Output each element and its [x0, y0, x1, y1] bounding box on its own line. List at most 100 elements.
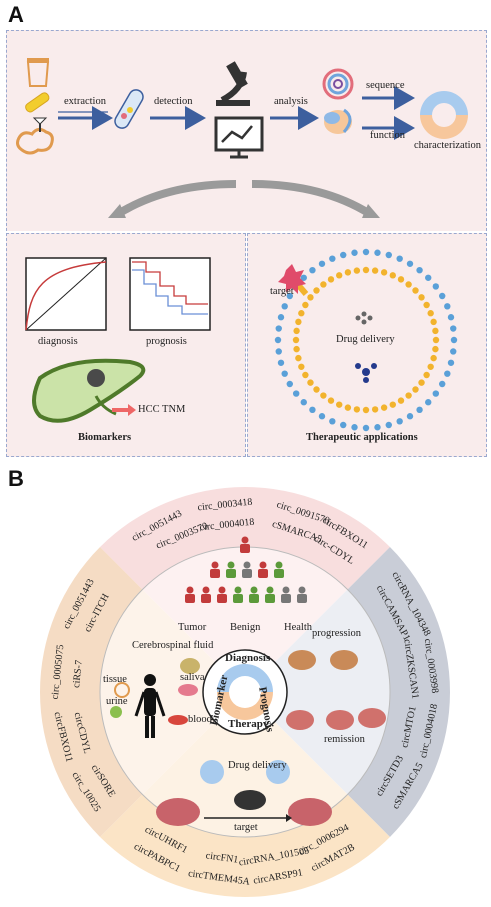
- sample-cup-icon: [26, 58, 50, 87]
- lipid-head: [281, 303, 288, 310]
- person-icon: [201, 586, 211, 603]
- person-icon: [185, 586, 195, 603]
- sample-tube-icon: [25, 92, 50, 113]
- tumor-cells-icon: [156, 798, 332, 826]
- lipid-head: [432, 336, 440, 344]
- lipid-head: [295, 318, 302, 326]
- lipid-head: [427, 310, 434, 317]
- tissue-small-icon: [114, 682, 130, 698]
- lipid-head: [397, 276, 405, 283]
- lipid-head: [450, 336, 458, 344]
- lipid-head: [444, 303, 451, 310]
- lipid-head: [309, 266, 316, 274]
- label-function: function: [370, 130, 405, 141]
- lipid-head: [351, 249, 358, 256]
- lipid-head: [336, 272, 343, 279]
- circrna-donut-icon: [420, 91, 468, 139]
- panel-b-letter: B: [8, 466, 24, 491]
- lipid-head: [396, 418, 403, 425]
- lipid-head: [320, 392, 327, 399]
- lipid-head: [318, 413, 326, 420]
- label-tissue: tissue: [103, 674, 127, 685]
- label-detection: detection: [154, 96, 193, 107]
- lipid-head: [427, 363, 434, 370]
- tissue-icon: [16, 117, 54, 155]
- person-icon: [226, 561, 236, 578]
- drug-molecule-icon: [355, 311, 377, 383]
- label-urine: urine: [106, 696, 128, 707]
- person-icon: [274, 561, 284, 578]
- lipid-head: [432, 345, 439, 353]
- lipid-head: [292, 390, 300, 397]
- nanoparticle-icon-2: [266, 760, 290, 784]
- lipid-head: [300, 274, 307, 281]
- lipid-head: [374, 424, 381, 431]
- label-hcc-tnm: HCC TNM: [138, 404, 186, 415]
- label-remission: remission: [324, 734, 365, 745]
- survival-curve-chart: [129, 257, 211, 331]
- lipid-head: [430, 354, 437, 362]
- brain-icon: [180, 658, 200, 674]
- lipid-head: [320, 281, 327, 288]
- person-icon: [210, 561, 220, 578]
- lipid-head: [406, 413, 414, 420]
- test-tube-icon: [114, 89, 144, 129]
- lipid-head: [340, 421, 347, 429]
- label-blood: blood: [188, 714, 212, 725]
- lipid-head: [444, 370, 451, 377]
- lips-icon: [178, 684, 198, 696]
- lipid-head: [277, 314, 285, 321]
- lipid-head: [425, 274, 432, 281]
- monitor-icon: [214, 116, 264, 159]
- lipid-head: [277, 359, 285, 366]
- label-characterization: characterization: [414, 140, 482, 151]
- lipid-head: [281, 370, 288, 377]
- lipid-head: [302, 301, 309, 309]
- lipid-head: [329, 255, 336, 262]
- mouse-icon: [234, 790, 266, 810]
- lipid-head: [412, 287, 419, 294]
- label-target: target: [270, 286, 294, 297]
- lipid-head: [307, 294, 314, 301]
- lipid-head: [389, 401, 396, 408]
- lipid-head: [397, 397, 405, 404]
- lipid-head: [293, 327, 300, 335]
- lipid-head: [396, 255, 403, 262]
- lipid-head: [416, 266, 423, 274]
- lipid-head: [432, 283, 440, 290]
- lipid-head: [302, 371, 309, 379]
- lipid-head: [286, 380, 293, 388]
- label-progression: progression: [312, 628, 361, 639]
- lipid-head: [298, 310, 305, 317]
- lipid-head: [389, 272, 396, 279]
- label-sequence: sequence: [366, 80, 405, 91]
- lipid-head: [293, 345, 300, 353]
- lipid-head: [405, 392, 412, 399]
- human-body-icon: [134, 674, 166, 738]
- label-prognosis: prognosis: [146, 336, 187, 347]
- lipid-head: [275, 348, 282, 355]
- patient-group-icon: [185, 536, 307, 603]
- lipid-head: [432, 327, 439, 335]
- lipid-head: [344, 269, 352, 276]
- person-icon: [297, 586, 307, 603]
- label-saliva: saliva: [180, 672, 205, 683]
- lipid-head: [439, 380, 446, 388]
- lipid-head: [362, 266, 370, 274]
- label-health: Health: [284, 622, 312, 633]
- liver-icon: [32, 358, 146, 423]
- lipid-head: [340, 251, 347, 259]
- lipid-head: [351, 424, 358, 431]
- liver-progression-icons: [286, 650, 386, 730]
- center-therapy: Therapy: [228, 718, 269, 730]
- person-icon: [233, 586, 243, 603]
- person-icon: [258, 561, 268, 578]
- biomarker-graphics: [25, 248, 458, 432]
- lipid-head: [313, 287, 320, 294]
- biomarkers-title: Biomarkers: [78, 432, 132, 443]
- lipid-head: [275, 325, 282, 332]
- lipid-head: [430, 318, 437, 326]
- roc-curve-chart: [25, 257, 107, 331]
- label-drug-delivery: Drug delivery: [336, 334, 395, 345]
